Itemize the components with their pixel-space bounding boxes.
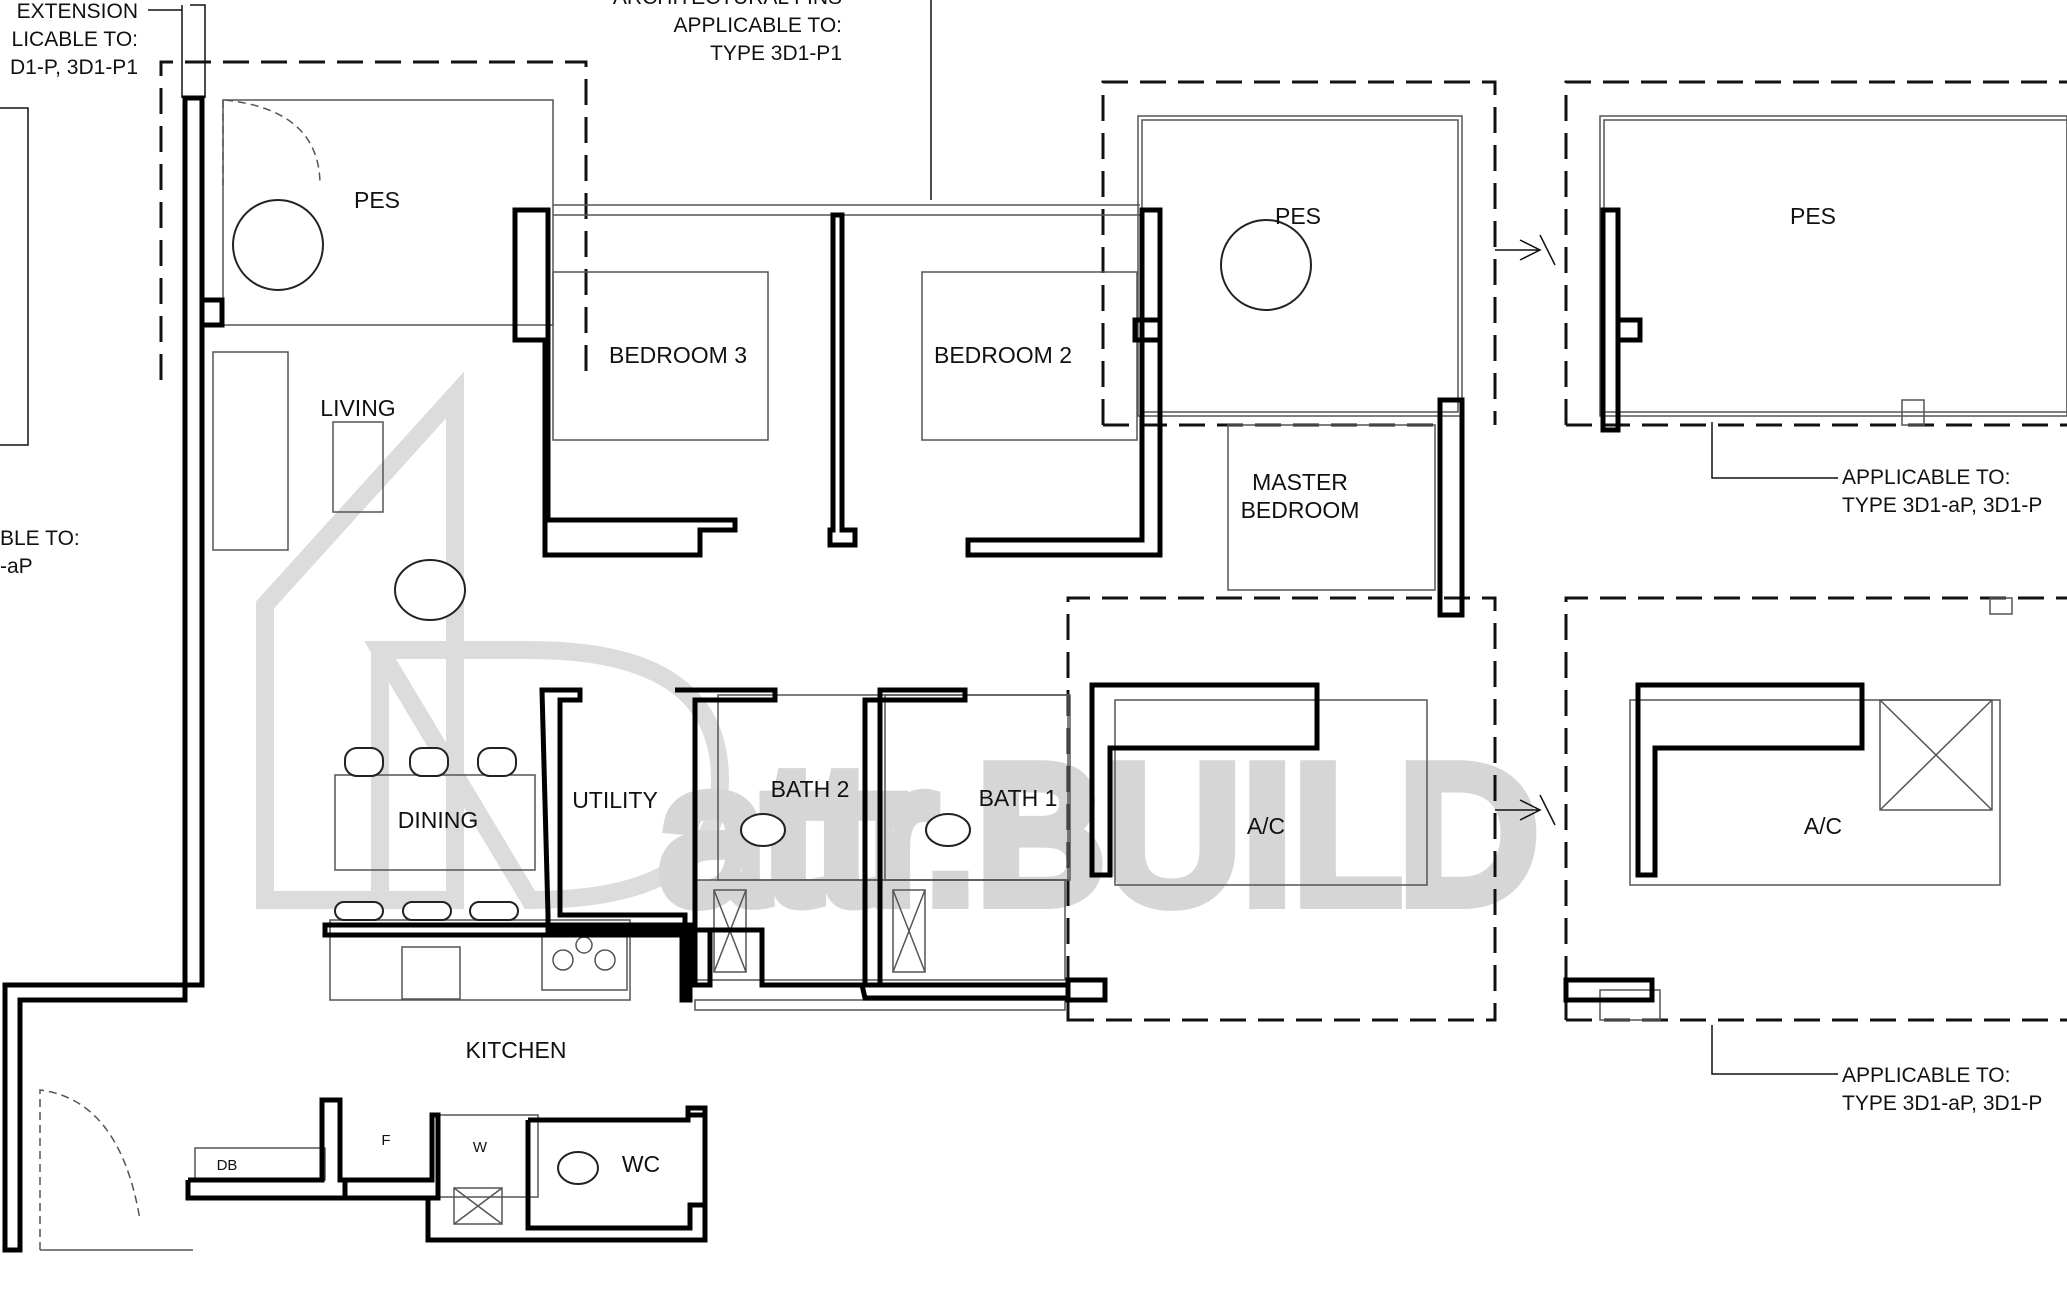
label-kitchen: KITCHEN (466, 1037, 567, 1063)
note-left-line1: BLE TO: (0, 527, 80, 550)
label-master-bedroom-line1: MASTER (1252, 469, 1348, 495)
note-extension-line1: EXTENSION (17, 0, 138, 23)
leaders (0, 0, 1838, 1075)
watermark: attr.BUILD (256, 371, 1545, 950)
label-washer: W (473, 1139, 488, 1156)
notes: EXTENSION LICABLE TO: D1-P, 3D1-P1 ARCHI… (0, 0, 2042, 1115)
furniture (232, 199, 1312, 1185)
walls (2, 95, 1865, 1253)
note-extension-line2: LICABLE TO: (12, 28, 138, 51)
label-bath-1: BATH 1 (979, 785, 1058, 811)
label-bedroom-2: BEDROOM 2 (934, 342, 1072, 368)
label-living: LIVING (320, 395, 395, 421)
note-right-bottom-line2: TYPE 3D1-aP, 3D1-P (1842, 1092, 2042, 1115)
label-bedroom-3: BEDROOM 3 (609, 342, 747, 368)
label-dining: DINING (398, 807, 479, 833)
label-fridge: F (381, 1132, 390, 1149)
label-db: DB (217, 1157, 238, 1174)
label-ac-1: A/C (1247, 813, 1285, 839)
note-right-top-line2: TYPE 3D1-aP, 3D1-P (1842, 494, 2042, 517)
label-master-bedroom-line2: BEDROOM (1241, 497, 1360, 523)
label-pes-2: PES (1275, 203, 1321, 229)
label-wc: WC (622, 1151, 660, 1177)
note-arch-fins-line2: APPLICABLE TO: (674, 14, 842, 37)
note-left-line2: -aP (0, 555, 33, 578)
watermark-text: attr.BUILD (660, 729, 1536, 941)
note-arch-fins-line3: TYPE 3D1-P1 (710, 42, 842, 65)
note-right-top-line1: APPLICABLE TO: (1842, 466, 2010, 489)
room-labels: PES PES PES BEDROOM 3 BEDROOM 2 MASTER B… (217, 187, 1843, 1177)
label-ac-2: A/C (1804, 813, 1842, 839)
note-arch-fins-line1: ARCHITECTURAL FINS (613, 0, 842, 9)
label-pes-3: PES (1790, 203, 1836, 229)
thin-lines (39, 99, 2067, 1251)
label-utility: UTILITY (572, 787, 658, 813)
label-pes-1: PES (354, 187, 400, 213)
label-bath-2: BATH 2 (771, 776, 850, 802)
note-extension-line3: D1-P, 3D1-P1 (10, 56, 138, 79)
note-right-bottom-line1: APPLICABLE TO: (1842, 1064, 2010, 1087)
